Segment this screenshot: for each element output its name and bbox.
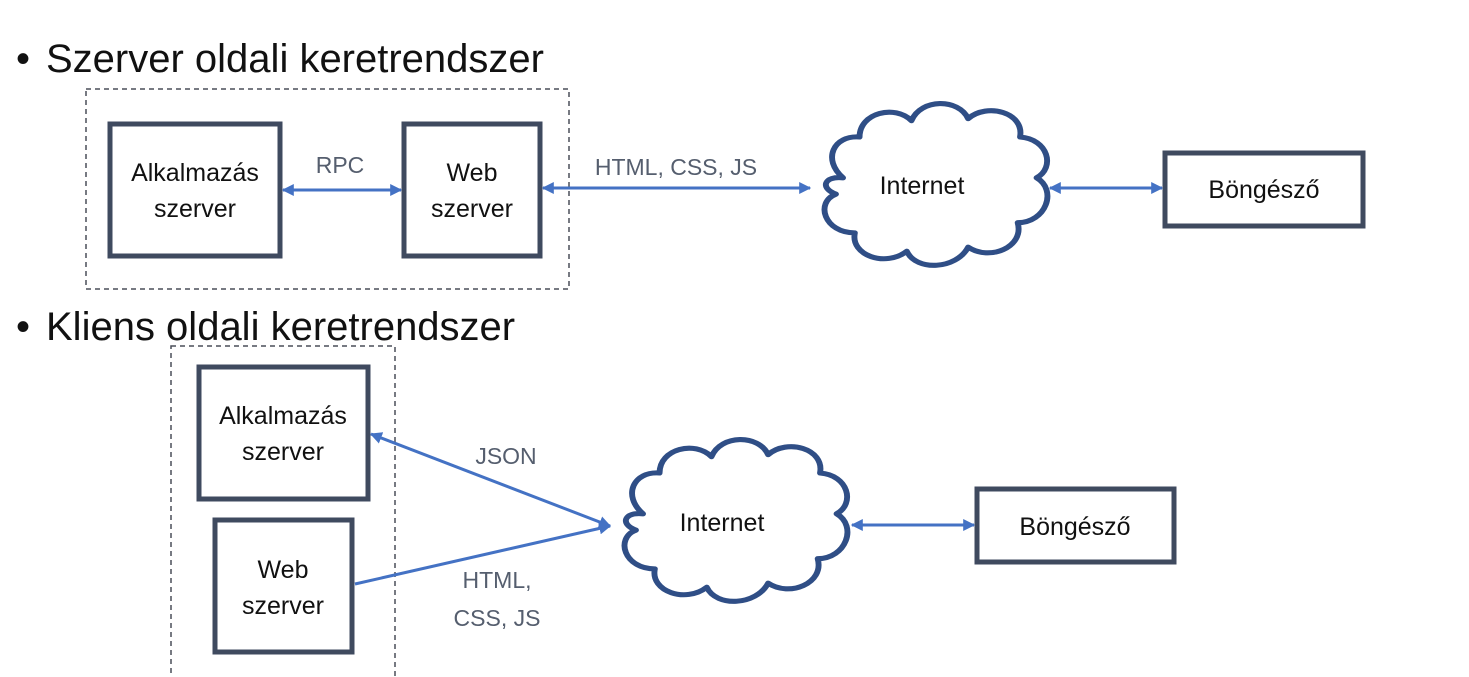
client-group-boundary (170, 345, 396, 677)
bullet-dot: • (16, 305, 30, 349)
browser-node: Böngésző (974, 486, 1177, 565)
node-label-line1: Web (447, 159, 498, 187)
node-label-line1: Alkalmazás (131, 159, 259, 187)
internet-cloud-node: Internet (825, 104, 1048, 266)
node-label-line2: szerver (242, 592, 324, 620)
node-label-line1: Alkalmazás (219, 402, 347, 430)
section-server-side: • Szerver oldali keretrendszer Alkalmazá… (16, 37, 1366, 290)
cloud-label: Internet (880, 172, 965, 200)
arrow-app-internet (369, 432, 612, 528)
web-server-node: Web szerver (401, 121, 543, 259)
arrow-web-internet (354, 522, 612, 586)
node-label-line2: szerver (242, 438, 324, 466)
edge-label-html-line2: CSS, JS (454, 605, 541, 631)
browser-node: Böngésző (1162, 150, 1366, 229)
section-client-side: • Kliens oldali keretrendszer Alkalmazás… (16, 305, 1177, 677)
app-server-node: Alkalmazás szerver (196, 364, 371, 502)
edge-label-rpc: RPC (316, 152, 365, 178)
node-label: Böngésző (1208, 176, 1319, 204)
internet-cloud-node: Internet (625, 440, 848, 602)
bullet-dot: • (16, 37, 30, 81)
section-heading: Kliens oldali keretrendszer (46, 305, 515, 349)
edge-label-json: JSON (475, 443, 536, 469)
node-label-line1: Web (258, 556, 309, 584)
node-label: Böngésző (1019, 513, 1130, 541)
web-server-node: Web szerver (212, 517, 355, 655)
cloud-label: Internet (680, 509, 765, 537)
edge-label-html-css-js: HTML, CSS, JS (595, 154, 757, 180)
node-label-line2: szerver (431, 195, 513, 223)
app-server-node: Alkalmazás szerver (107, 121, 283, 259)
node-label-line2: szerver (154, 195, 236, 223)
section-heading: Szerver oldali keretrendszer (46, 37, 544, 81)
edge-label-html-line1: HTML, (463, 567, 532, 593)
